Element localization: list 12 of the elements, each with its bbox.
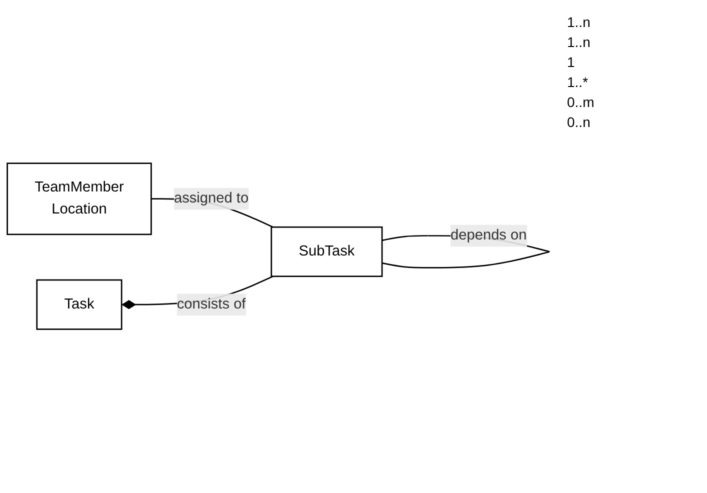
node-box: Task [36,280,122,330]
multiplicity-label: 1..* [567,74,590,90]
node-box: SubTask [270,226,383,278]
multiplicity-label: 1..n [567,34,592,50]
multiplicity-label: 1..n [567,14,592,30]
node-box: TeamMember Location [6,162,152,236]
edge-label: assigned to [174,190,249,206]
edge-label: consists of [176,296,246,312]
multiplicity-label: 1 [567,54,576,70]
edge-label: depends on [450,228,527,244]
multiplicity-label: 0..n [567,114,592,130]
multiplicity-label: 0..m [567,94,596,110]
